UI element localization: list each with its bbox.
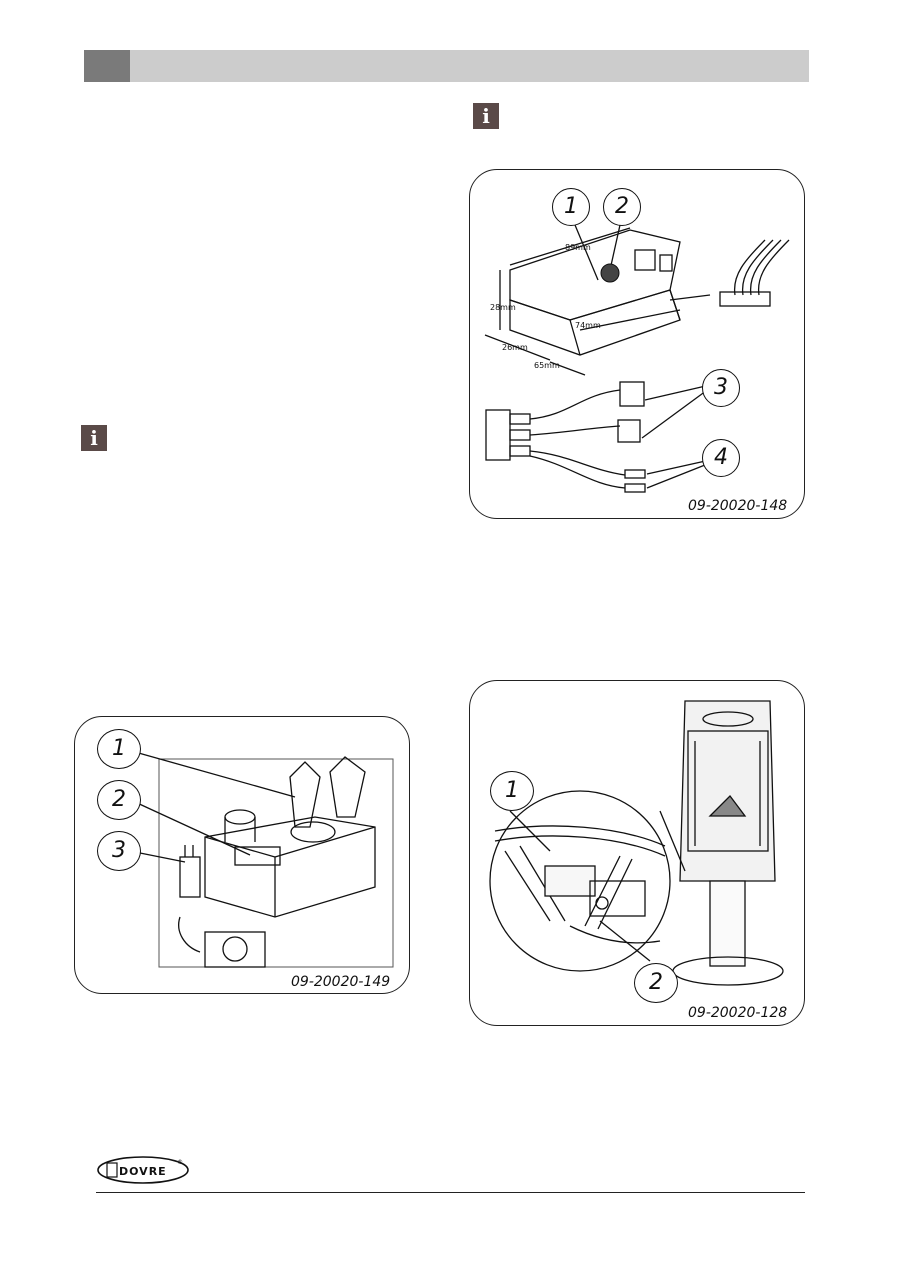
figure-code: 09-20020-148 <box>688 498 788 514</box>
footer-rule <box>96 1192 805 1193</box>
dim-label: 89mm <box>565 243 591 252</box>
callout-3: 3 <box>702 369 740 407</box>
stove-drawing <box>489 700 784 986</box>
callout-3: 3 <box>97 831 141 871</box>
receiver-box-drawing: 89mm 74mm 26mm 65mm 28mm <box>484 224 790 493</box>
header-bar <box>84 50 809 82</box>
callout-2: 2 <box>634 963 678 1003</box>
info-icon: i <box>473 103 499 129</box>
header-block <box>84 50 130 82</box>
callout-1: 1 <box>490 771 534 811</box>
dim-label: 65mm <box>534 361 560 370</box>
figure-receiver-box: 89mm 74mm 26mm 65mm 28mm 1 2 3 4 09-2002… <box>469 169 805 519</box>
figure-code: 09-20020-149 <box>291 974 391 990</box>
gas-valve-drawing <box>134 751 394 968</box>
dim-label: 26mm <box>502 343 528 352</box>
figure-stove: 1 2 09-20020-128 <box>469 680 805 1026</box>
callout-2: 2 <box>97 780 141 820</box>
callout-1: 1 <box>552 188 590 226</box>
callout-4: 4 <box>702 439 740 477</box>
dim-label: 28mm <box>490 303 516 312</box>
svg-text:DOVRE: DOVRE <box>119 1165 167 1178</box>
svg-text:®: ® <box>177 1159 183 1166</box>
dim-label: 74mm <box>575 321 601 330</box>
figure-code: 09-20020-128 <box>688 1005 788 1021</box>
callout-2: 2 <box>603 188 641 226</box>
callout-1: 1 <box>97 729 141 769</box>
info-icon: i <box>81 425 107 451</box>
dovre-logo: DOVRE ® <box>97 1156 189 1184</box>
figure-gas-valve: 1 2 3 09-20020-149 <box>74 716 410 994</box>
